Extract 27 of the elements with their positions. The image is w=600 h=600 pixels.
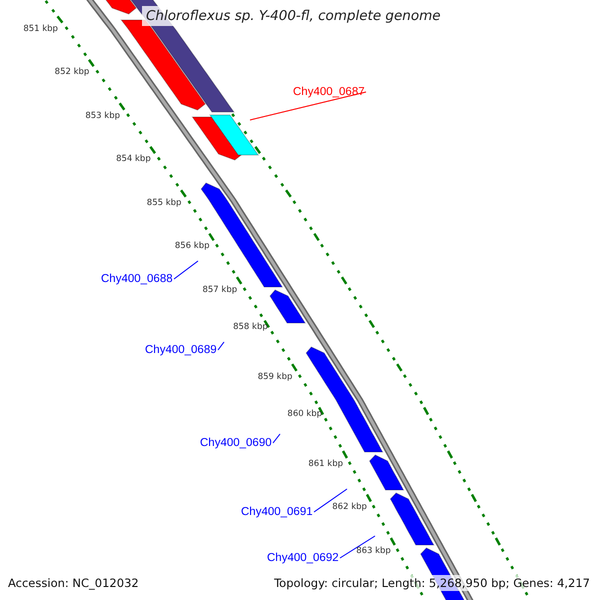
leader-line	[218, 342, 224, 350]
accession-text: Accession: NC_012032	[6, 575, 141, 591]
scale-label: 853 kbp	[85, 110, 120, 120]
scale-label: 863 kbp	[356, 546, 391, 556]
gene-label: Chy400_0687	[293, 86, 365, 98]
leader-line	[340, 536, 376, 558]
scale-label: 851 kbp	[23, 24, 58, 34]
leader-line	[314, 488, 348, 512]
scale-label: 855 kbp	[146, 198, 182, 208]
leader-line	[250, 92, 366, 120]
leader-line	[272, 434, 280, 444]
leader-line	[174, 260, 198, 280]
scale-label: 860 kbp	[287, 409, 322, 419]
gene-label: Chy400_0689	[145, 344, 217, 356]
scale-label: 861 kbp	[308, 458, 343, 468]
scale-label: 854 kbp	[116, 154, 151, 164]
scale-label: 852 kbp	[54, 67, 90, 77]
scale-label: 857 kbp	[202, 284, 238, 294]
scale-label: 858 kbp	[233, 322, 268, 332]
scale-label: 856 kbp	[174, 241, 210, 251]
gene-label: Chy400_0690	[200, 437, 272, 449]
genome-stats-text: Topology: circular; Length: 5,268,950 bp; Genes: 4,217	[272, 575, 592, 591]
gene-label: Chy400_0688	[101, 273, 173, 285]
gene-label: Chy400_0692	[267, 552, 339, 564]
scale-label: 859 kbp	[258, 372, 292, 382]
gene-label: Chy400_0691	[241, 506, 313, 518]
scale-label: 862 kbp	[332, 502, 367, 512]
